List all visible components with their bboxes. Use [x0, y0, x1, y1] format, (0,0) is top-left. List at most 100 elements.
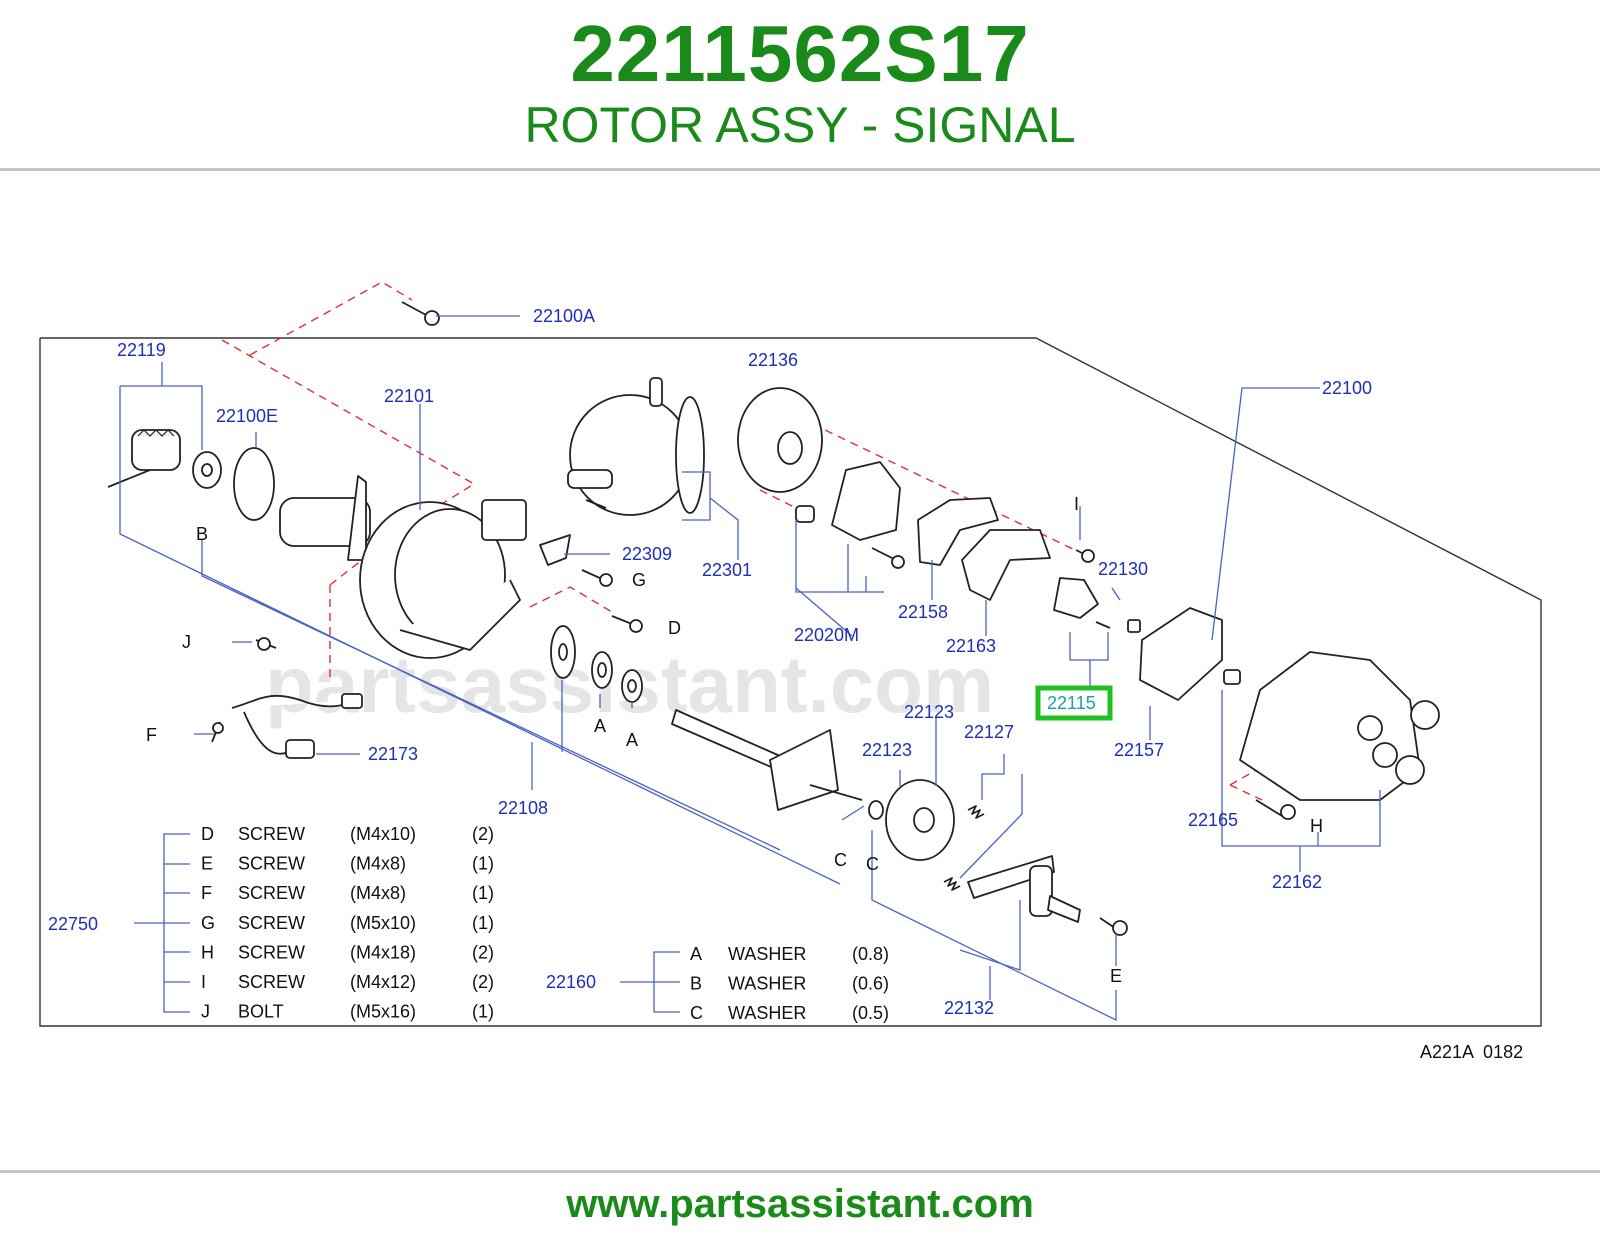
letter-h: H — [1310, 816, 1323, 836]
screw-row-key: I — [201, 972, 206, 992]
label-22132[interactable]: 22132 — [944, 998, 994, 1018]
breaker-plate-part — [737, 387, 823, 493]
screw-row-size: (M4x12) — [350, 972, 416, 992]
label-22100[interactable]: 22100 — [1322, 378, 1372, 398]
label-22115-highlighted[interactable]: 22115 — [1047, 693, 1096, 713]
snap-ring-part — [233, 447, 275, 521]
screw-row-key: G — [201, 913, 215, 933]
label-22157[interactable]: 22157 — [1114, 740, 1164, 760]
label-22160[interactable]: 22160 — [546, 972, 596, 992]
washer-row-size: (0.6) — [852, 974, 889, 994]
screw-row-key: J — [201, 1002, 210, 1022]
screw-row-name: SCREW — [238, 854, 305, 874]
letter-c-2: C — [866, 854, 879, 874]
label-22163[interactable]: 22163 — [946, 636, 996, 656]
screw-row-qty: (1) — [472, 883, 494, 903]
clip-part — [539, 534, 571, 566]
screw-row-qty: (2) — [472, 942, 494, 962]
washers — [550, 625, 884, 820]
reference-letters: B G D J F A A C C I H E — [146, 494, 1323, 986]
bolt-22100a-part — [401, 301, 440, 326]
footer-divider — [0, 1170, 1600, 1173]
screw-row-qty: (1) — [472, 1002, 494, 1022]
letter-e: E — [1110, 966, 1122, 986]
vacuum-controller-part — [567, 377, 705, 516]
label-22130[interactable]: 22130 — [1098, 559, 1148, 579]
wiring-harness-part — [231, 693, 363, 759]
dashed-guide-lines — [221, 281, 1279, 801]
label-22101[interactable]: 22101 — [384, 386, 434, 406]
letter-c-1: C — [834, 850, 847, 870]
screw-row-name: SCREW — [238, 972, 305, 992]
screw-row-size: (M5x16) — [350, 1002, 416, 1022]
governor-shaft-part — [967, 855, 1081, 923]
screw-row-name: SCREW — [238, 883, 305, 903]
rotor-head-part — [1139, 607, 1223, 701]
screw-row-name: SCREW — [238, 824, 305, 844]
screw-row-size: (M4x18) — [350, 942, 416, 962]
header-divider — [0, 168, 1600, 171]
part-name-subtitle: ROTOR ASSY - SIGNAL — [524, 97, 1076, 153]
screw-row-qty: (2) — [472, 972, 494, 992]
screw-row-name: SCREW — [238, 942, 305, 962]
distributor-housing-part — [279, 475, 527, 659]
part-drawings — [107, 301, 1440, 936]
signal-rotor-part — [1053, 577, 1111, 629]
washer-table: A WASHER (0.8) B WASHER (0.6) C WASHER (0.5) — [690, 944, 889, 1023]
label-22123-upper[interactable]: 22123 — [904, 702, 954, 722]
washer-row-key: C — [690, 1003, 703, 1023]
reluctor-part — [885, 779, 955, 861]
washer-row-name: WASHER — [728, 1003, 806, 1023]
screw-row-key: F — [201, 883, 212, 903]
letter-g: G — [632, 570, 646, 590]
letter-f: F — [146, 725, 157, 745]
screw-row-key: H — [201, 942, 214, 962]
screw-row-qty: (2) — [472, 824, 494, 844]
washer-row-key: A — [690, 944, 702, 964]
washer-row-size: (0.8) — [852, 944, 889, 964]
letter-j: J — [182, 632, 191, 652]
letter-i: I — [1074, 494, 1079, 514]
screw-row-name: BOLT — [238, 1002, 284, 1022]
label-22750[interactable]: 22750 — [48, 914, 98, 934]
washer-row-key: B — [690, 974, 702, 994]
washer-row-size: (0.5) — [852, 1003, 889, 1023]
small-screws — [211, 547, 1296, 936]
screw-row-key: D — [201, 824, 214, 844]
label-22309[interactable]: 22309 — [622, 544, 672, 564]
springs-part — [943, 805, 985, 891]
assembly-frame — [39, 337, 1542, 1027]
screw-row-name: SCREW — [238, 913, 305, 933]
label-22173[interactable]: 22173 — [368, 744, 418, 764]
diagram-ref-code: A221A 0182 — [1420, 1042, 1523, 1062]
washer-row-name: WASHER — [728, 974, 806, 994]
label-22108[interactable]: 22108 — [498, 798, 548, 818]
label-22158[interactable]: 22158 — [898, 602, 948, 622]
letter-a-1: A — [594, 716, 606, 736]
label-22100A[interactable]: 22100A — [533, 306, 595, 326]
highlight-box-22115 — [1035, 685, 1113, 721]
shaft-part — [671, 709, 863, 811]
label-22123-lower[interactable]: 22123 — [862, 740, 912, 760]
letter-d: D — [668, 618, 681, 638]
letter-a-2: A — [626, 730, 638, 750]
stator-parts — [917, 497, 1051, 601]
leader-lines — [119, 315, 1381, 1022]
washer-row-name: WASHER — [728, 944, 806, 964]
distributor-cap-part — [1239, 651, 1440, 801]
footer-website-link[interactable]: www.partsassistant.com — [566, 1182, 1034, 1226]
label-22127[interactable]: 22127 — [964, 722, 1014, 742]
label-22136[interactable]: 22136 — [748, 350, 798, 370]
label-22162[interactable]: 22162 — [1272, 872, 1322, 892]
label-22165[interactable]: 22165 — [1188, 810, 1238, 830]
label-22301[interactable]: 22301 — [702, 560, 752, 580]
label-22020M[interactable]: 22020M — [794, 625, 859, 645]
pinion-gear-part — [107, 429, 222, 489]
page-header: 2211562S17 ROTOR ASSY - SIGNAL — [0, 0, 1600, 168]
part-labels: 22100A 22119 22100E 22101 22136 22100 22… — [48, 306, 1372, 1018]
label-22100E[interactable]: 22100E — [216, 406, 278, 426]
label-22119[interactable]: 22119 — [117, 340, 166, 360]
screw-row-size: (M4x10) — [350, 824, 416, 844]
